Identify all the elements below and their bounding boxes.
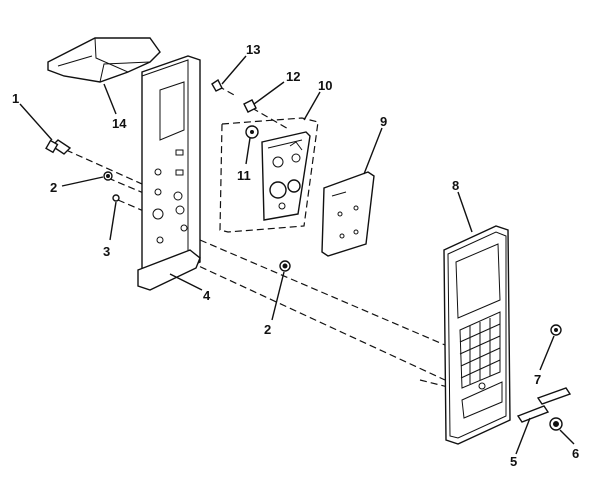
mounting-plate-part: [137, 55, 201, 291]
control-module-assembly-part: [219, 117, 319, 233]
callout-2-middle: 2: [264, 322, 271, 337]
leader-lines: [19, 55, 575, 455]
callout-11: 11: [237, 168, 251, 183]
nut-part-6: [549, 417, 563, 431]
callout-3: 3: [103, 244, 110, 259]
control-panel-face-part-8: [443, 225, 511, 445]
callout-14: 14: [112, 116, 127, 131]
screw-part-1: [45, 139, 72, 155]
screw-part-12: [243, 99, 257, 113]
callout-labels: 1 2 3 4 14 13 12 10 11 9 8 2 7 5 6: [12, 42, 579, 469]
nut-part-2-middle: [279, 260, 291, 272]
callout-12: 12: [286, 69, 300, 84]
callout-8: 8: [452, 178, 459, 193]
knob-part-11: [245, 125, 259, 139]
callout-13: 13: [246, 42, 260, 57]
callout-9: 9: [380, 114, 387, 129]
knob-part-7: [550, 324, 562, 336]
keypad-grid: [459, 318, 501, 384]
callout-1: 1: [12, 91, 19, 106]
nut-part-2-left: [103, 171, 113, 181]
callout-4: 4: [203, 288, 211, 303]
spacer-part-5: [516, 387, 572, 423]
circuit-panel-part-9: [321, 171, 375, 257]
callout-5: 5: [510, 454, 517, 469]
callout-2-left: 2: [50, 180, 57, 195]
screw-part-13: [211, 78, 223, 92]
callout-10: 10: [318, 78, 332, 93]
callout-6: 6: [572, 446, 579, 461]
callout-7: 7: [534, 372, 541, 387]
top-bracket-part: [47, 37, 161, 83]
washer-part-3: [112, 194, 120, 202]
assembly-guide-lines: [65, 85, 501, 401]
